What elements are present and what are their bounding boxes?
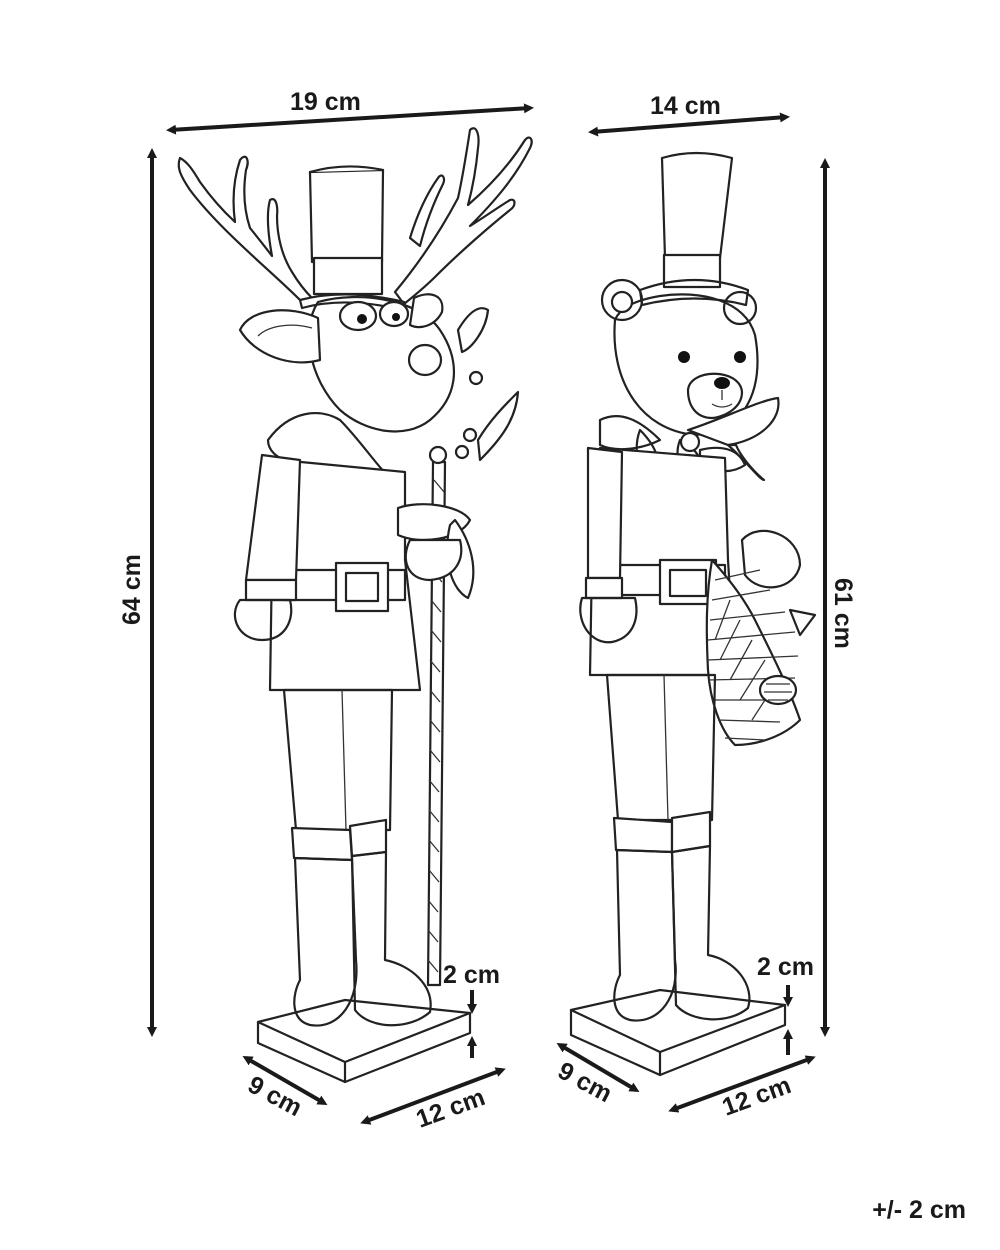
reindeer-width-label: 19 cm xyxy=(290,88,361,116)
dimension-arrow xyxy=(668,1055,816,1113)
dimension-arrow xyxy=(360,1067,506,1125)
bear-base-depth-label: 9 cm xyxy=(553,1057,616,1108)
reindeer-base-depth-label: 9 cm xyxy=(243,1071,306,1122)
reindeer-nutcracker-figure xyxy=(177,127,533,1084)
reindeer-height-label: 64 cm xyxy=(118,554,146,625)
bear-width-label: 14 cm xyxy=(650,92,721,120)
dimension-arrow xyxy=(166,103,534,135)
bear-height-label: 61 cm xyxy=(829,578,857,649)
reindeer-dimensions: 19 cm 64 cm 2 cm 9 cm 12 cm xyxy=(118,88,534,1134)
dimension-arrow xyxy=(242,1056,328,1105)
bear-base-height-label: 2 cm xyxy=(757,953,814,981)
dimension-arrow xyxy=(588,112,790,137)
reindeer-base-height-label: 2 cm xyxy=(443,961,500,989)
dimension-arrow xyxy=(556,1042,640,1093)
bear-nutcracker-figure xyxy=(569,151,817,1077)
tolerance-note: +/- 2 cm xyxy=(872,1196,966,1224)
